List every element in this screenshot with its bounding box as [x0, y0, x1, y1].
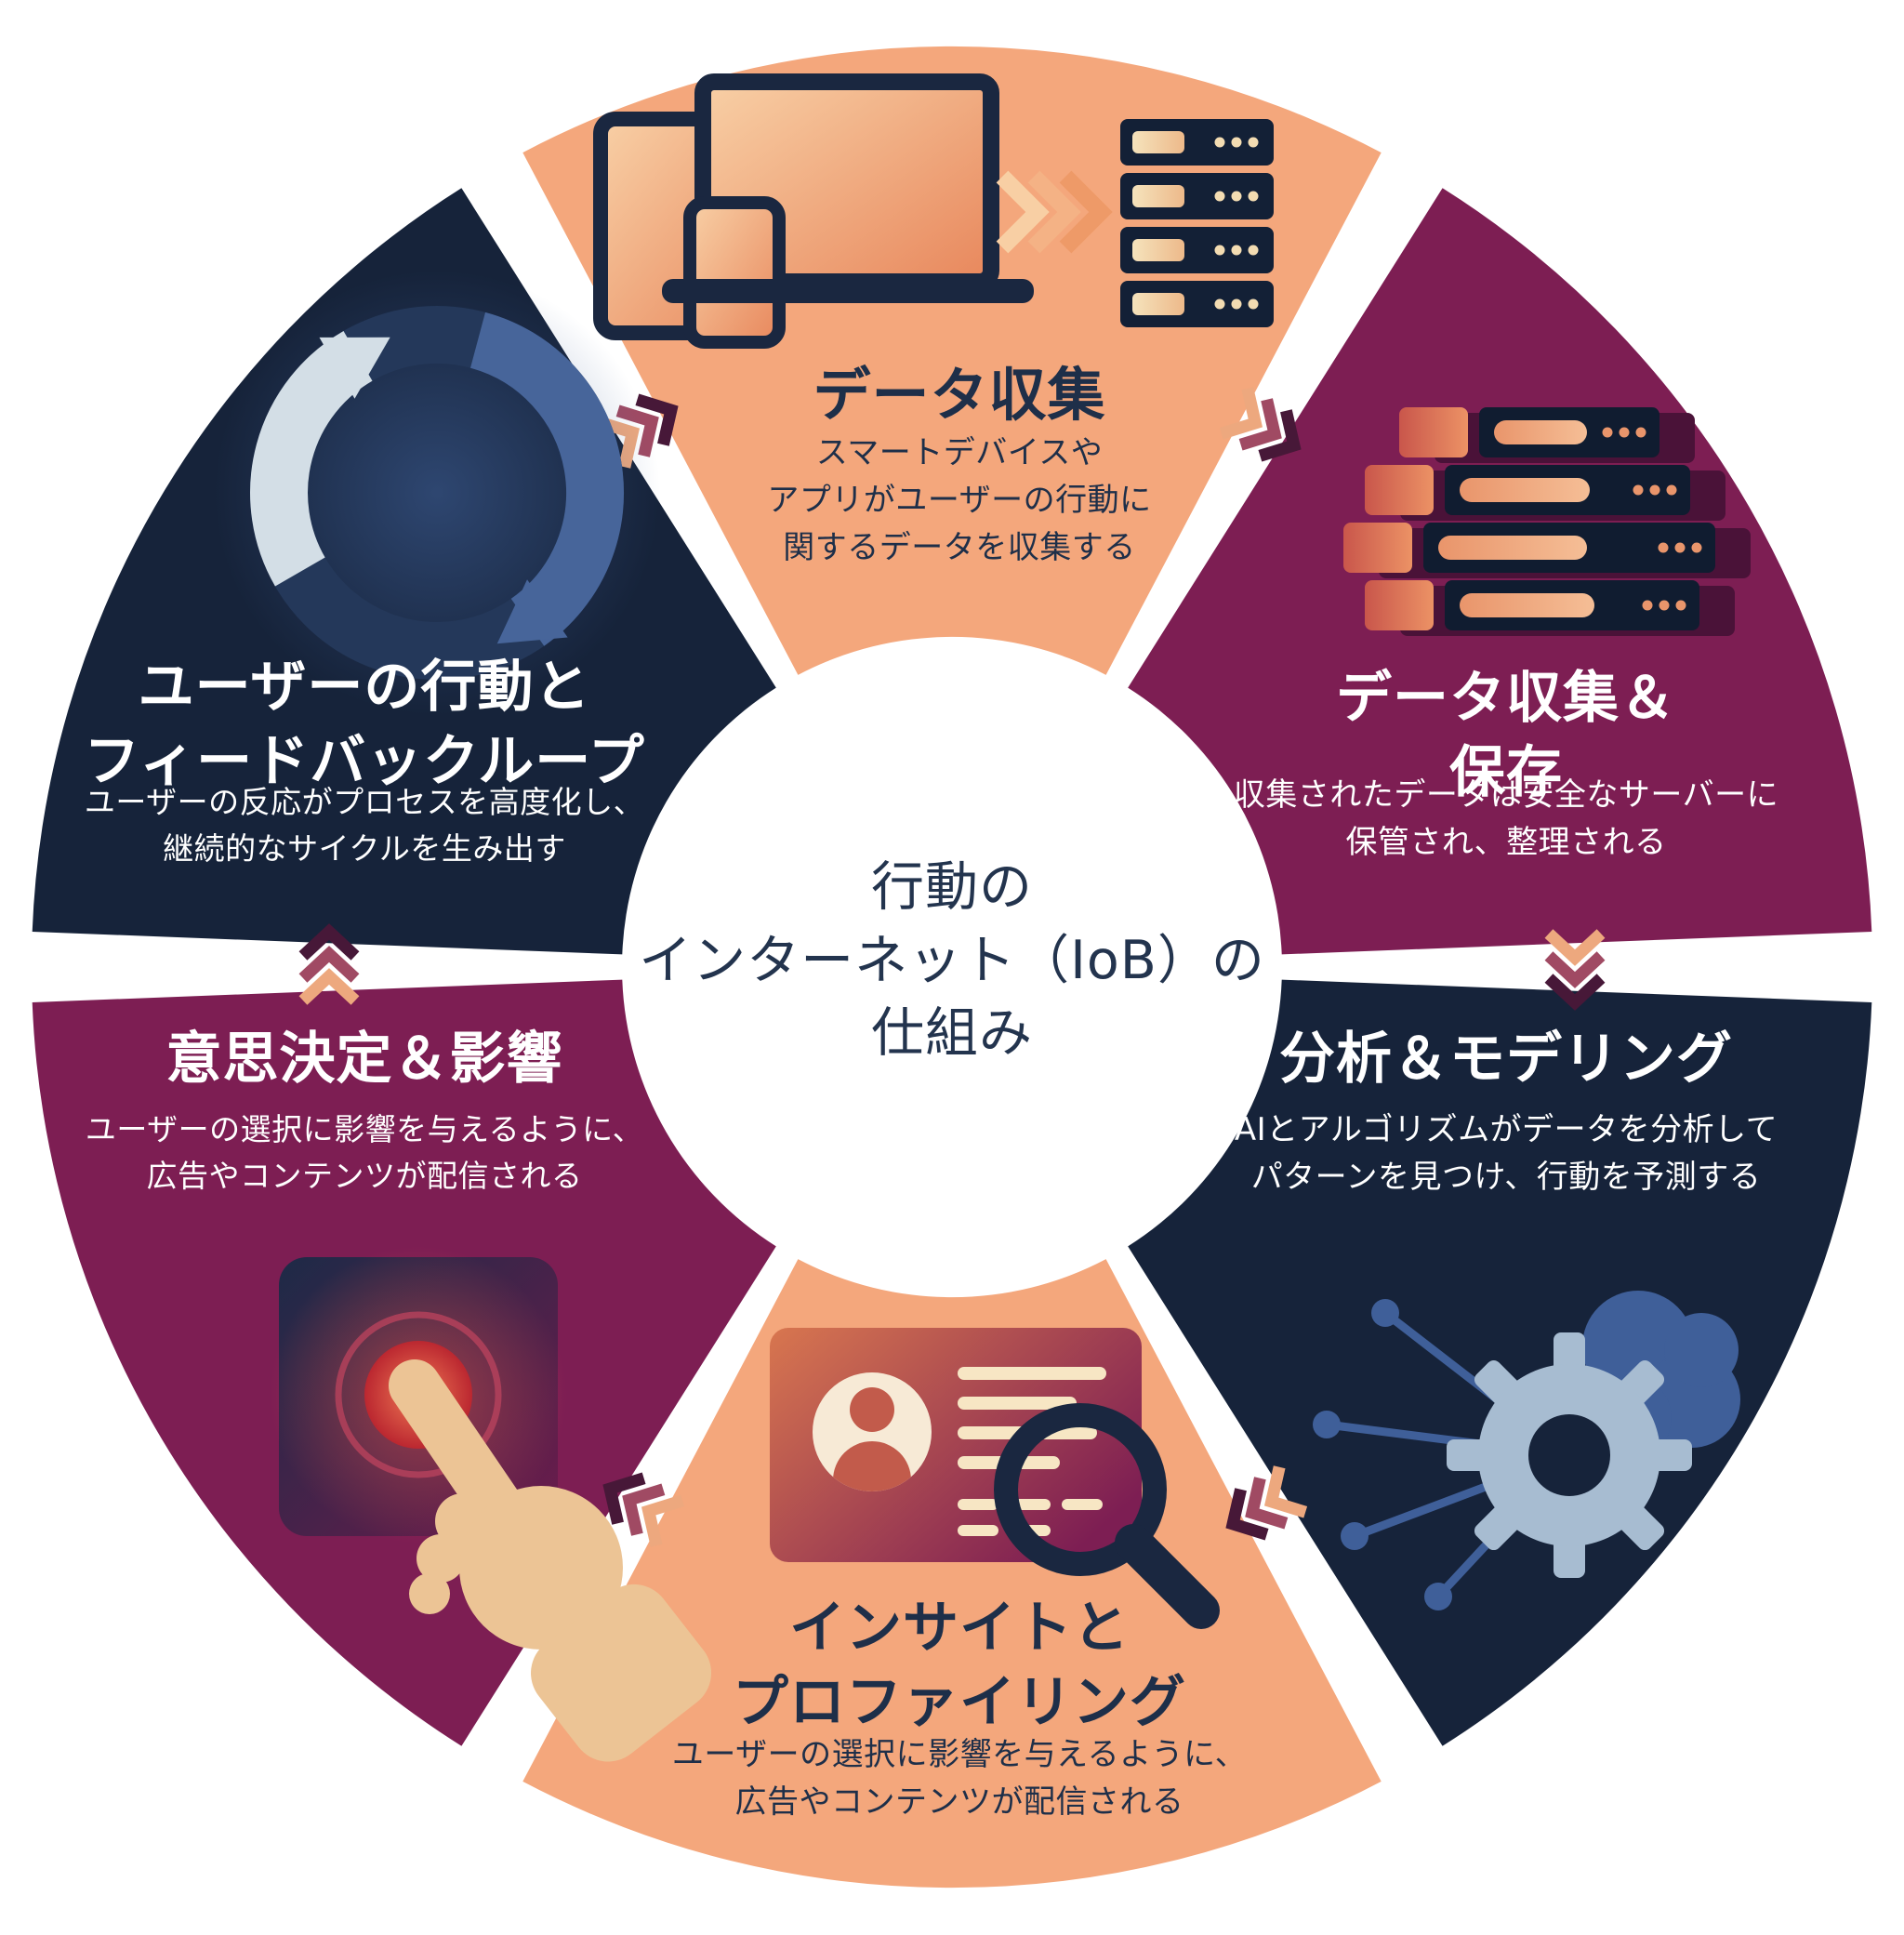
segment-title-insights-profiling: インサイトと プロファイリング [733, 1596, 1186, 1735]
loop-arrowhead-light [319, 337, 390, 399]
server-racks-icon [1343, 407, 1751, 636]
server-stack-icon [1120, 119, 1274, 327]
loop-arrow-blue [469, 311, 625, 646]
person-silhouette-icon [833, 1387, 911, 1491]
ai-analysis-icon [1313, 1291, 1740, 1610]
network-nodes-icon [1313, 1299, 1452, 1610]
gear-icon [1447, 1332, 1692, 1578]
press-button-icon [270, 1246, 712, 1762]
segment-wedge-insights-profiling [522, 1259, 1382, 1889]
devices-to-server-icon [593, 73, 1274, 349]
phone-icon [683, 196, 786, 349]
segment-desc-feedback-loop: ユーザーの反応がプロセスを高度化し、 継続的なサイクルを生み出す [84, 784, 645, 867]
diagram-center-title: 行動の インターネット（IoB）の 仕組み [639, 856, 1265, 1065]
feedback-loop-icon [214, 270, 660, 716]
profile-card-icon [770, 1328, 1220, 1629]
loop-arrow-light [250, 330, 374, 587]
segment-desc-data-collection: スマートデバイスや アプリがユーザーの行動に 関するデータを収集する [767, 434, 1152, 566]
button-ring [335, 1311, 502, 1478]
segment-wedge-analysis-modeling [1128, 979, 1872, 1746]
segment-title-analysis-modeling: 分析＆モデリング [1279, 1027, 1733, 1092]
segment-title-data-collection-storage: データ収集＆ 保存 [1336, 666, 1676, 805]
segment-title-decision-influence: 意思決定＆影響 [165, 1027, 563, 1092]
segment-desc-insights-profiling: ユーザーの選択に影響を与えるように、 広告やコンテンツが配信される [671, 1736, 1248, 1821]
magnifier-icon [994, 1403, 1220, 1629]
segment-desc-decision-influence: ユーザーの選択に影響を与えるように、 広告やコンテンツが配信される [85, 1111, 644, 1194]
loop-arrowhead-blue [496, 579, 568, 644]
segment-desc-data-collection-storage: 収集されたデータは安全なサーバーに 保管され、整理される [1233, 776, 1779, 861]
transfer-chevrons-icon [996, 170, 1113, 254]
laptop-base-icon [662, 279, 1034, 303]
segment-title-data-collection: データ収集 [813, 361, 1106, 429]
pointing-hand-icon [389, 1359, 712, 1762]
segment-title-feedback-loop: ユーザーの行動と フィードバックループ [84, 655, 645, 794]
segment-desc-analysis-modeling: AIとアルゴリズムがデータを分析して パターンを見つけ、行動を予測する [1234, 1111, 1778, 1196]
